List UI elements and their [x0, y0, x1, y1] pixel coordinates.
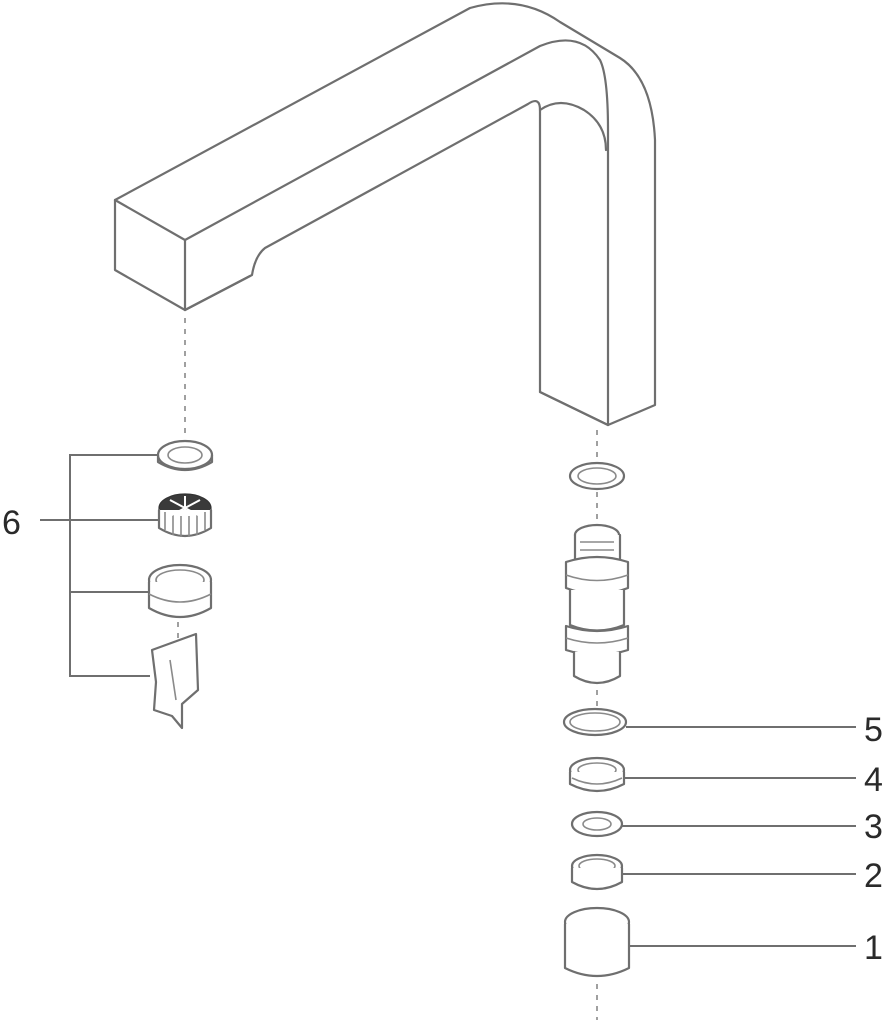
top-o-ring [568, 461, 626, 491]
aerator-housing [147, 563, 213, 618]
callout-6-bracket [69, 454, 158, 677]
part-5-o-ring [562, 707, 628, 737]
cartridge-valve [564, 523, 630, 685]
aerator-washer [156, 439, 214, 472]
part-3-washer [570, 810, 624, 838]
callout-1-label: 1 [864, 929, 883, 967]
cartridge-assembly [562, 430, 856, 1020]
callout-6-label: 6 [2, 504, 21, 542]
part-2-ring [570, 853, 624, 891]
aerator-key [150, 632, 200, 730]
aerator-assembly [40, 318, 214, 730]
aerator-insert [157, 493, 213, 538]
callout-4-label: 4 [864, 761, 883, 799]
part-4-ring [568, 756, 626, 793]
callout-2-label: 2 [864, 857, 883, 895]
spout-body [113, 2, 657, 427]
part-1-cap-sleeve [563, 906, 631, 978]
callout-3-label: 3 [864, 808, 883, 846]
callout-5-label: 5 [864, 711, 883, 749]
